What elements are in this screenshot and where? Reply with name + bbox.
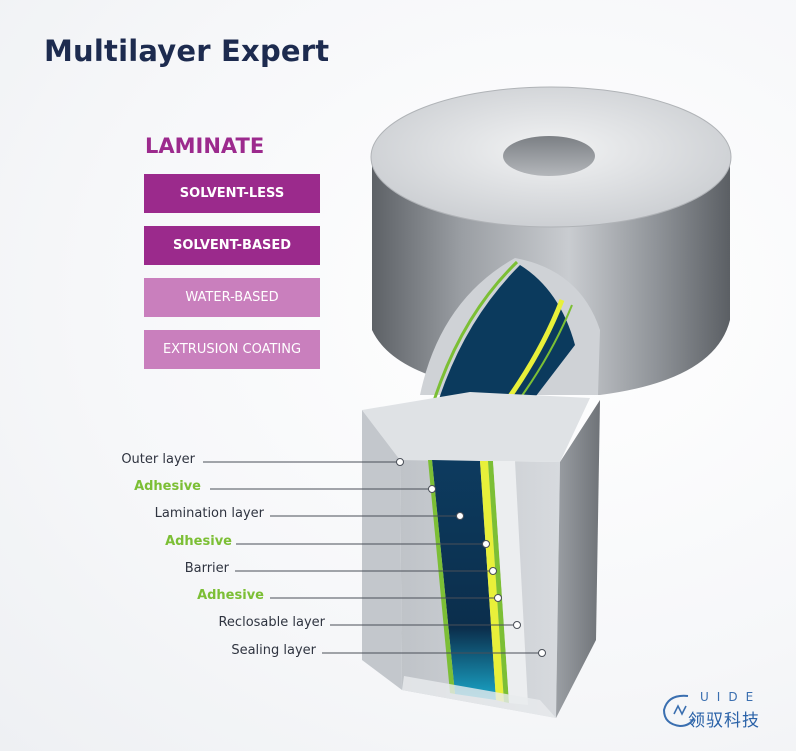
label-barrier: Barrier bbox=[184, 561, 229, 576]
block-right-side bbox=[556, 400, 600, 718]
block-top bbox=[362, 392, 590, 462]
strip-green-left bbox=[428, 460, 455, 694]
strip-yellow bbox=[480, 461, 504, 702]
strip-blue bbox=[432, 460, 496, 700]
laminate-heading: LAMINATE bbox=[145, 134, 265, 158]
laminate-option-solvent-based[interactable]: SOLVENT-BASED bbox=[144, 226, 320, 265]
callout-lines bbox=[203, 458, 546, 657]
roll-core-hole bbox=[503, 136, 595, 176]
logo-letters: UIDE bbox=[700, 690, 762, 704]
label-lamination-layer: Lamination layer bbox=[154, 506, 264, 521]
block-front bbox=[362, 410, 402, 690]
laminate-option-solvent-less[interactable]: SOLVENT-LESS bbox=[144, 174, 320, 213]
label-adhesive-2: Adhesive bbox=[165, 534, 232, 549]
strip-green-right bbox=[488, 461, 509, 703]
label-adhesive-3: Adhesive bbox=[197, 588, 264, 603]
laminate-option-water-based[interactable]: WATER-BASED bbox=[144, 278, 320, 317]
label-outer-layer: Outer layer bbox=[121, 452, 195, 467]
laminate-option-extrusion-coating[interactable]: EXTRUSION COATING bbox=[144, 330, 320, 369]
strip-white bbox=[493, 461, 528, 705]
label-reclosable-layer: Reclosable layer bbox=[218, 615, 325, 630]
label-adhesive-1: Adhesive bbox=[134, 479, 201, 494]
film-unwind-blue bbox=[430, 265, 575, 430]
logo-chinese-name: 领驭科技 bbox=[688, 711, 760, 731]
label-sealing-layer: Sealing layer bbox=[231, 643, 316, 658]
block-bottom bbox=[402, 676, 556, 718]
page-title: Multilayer Expert bbox=[44, 34, 330, 68]
guide-logo-icon bbox=[662, 694, 695, 728]
